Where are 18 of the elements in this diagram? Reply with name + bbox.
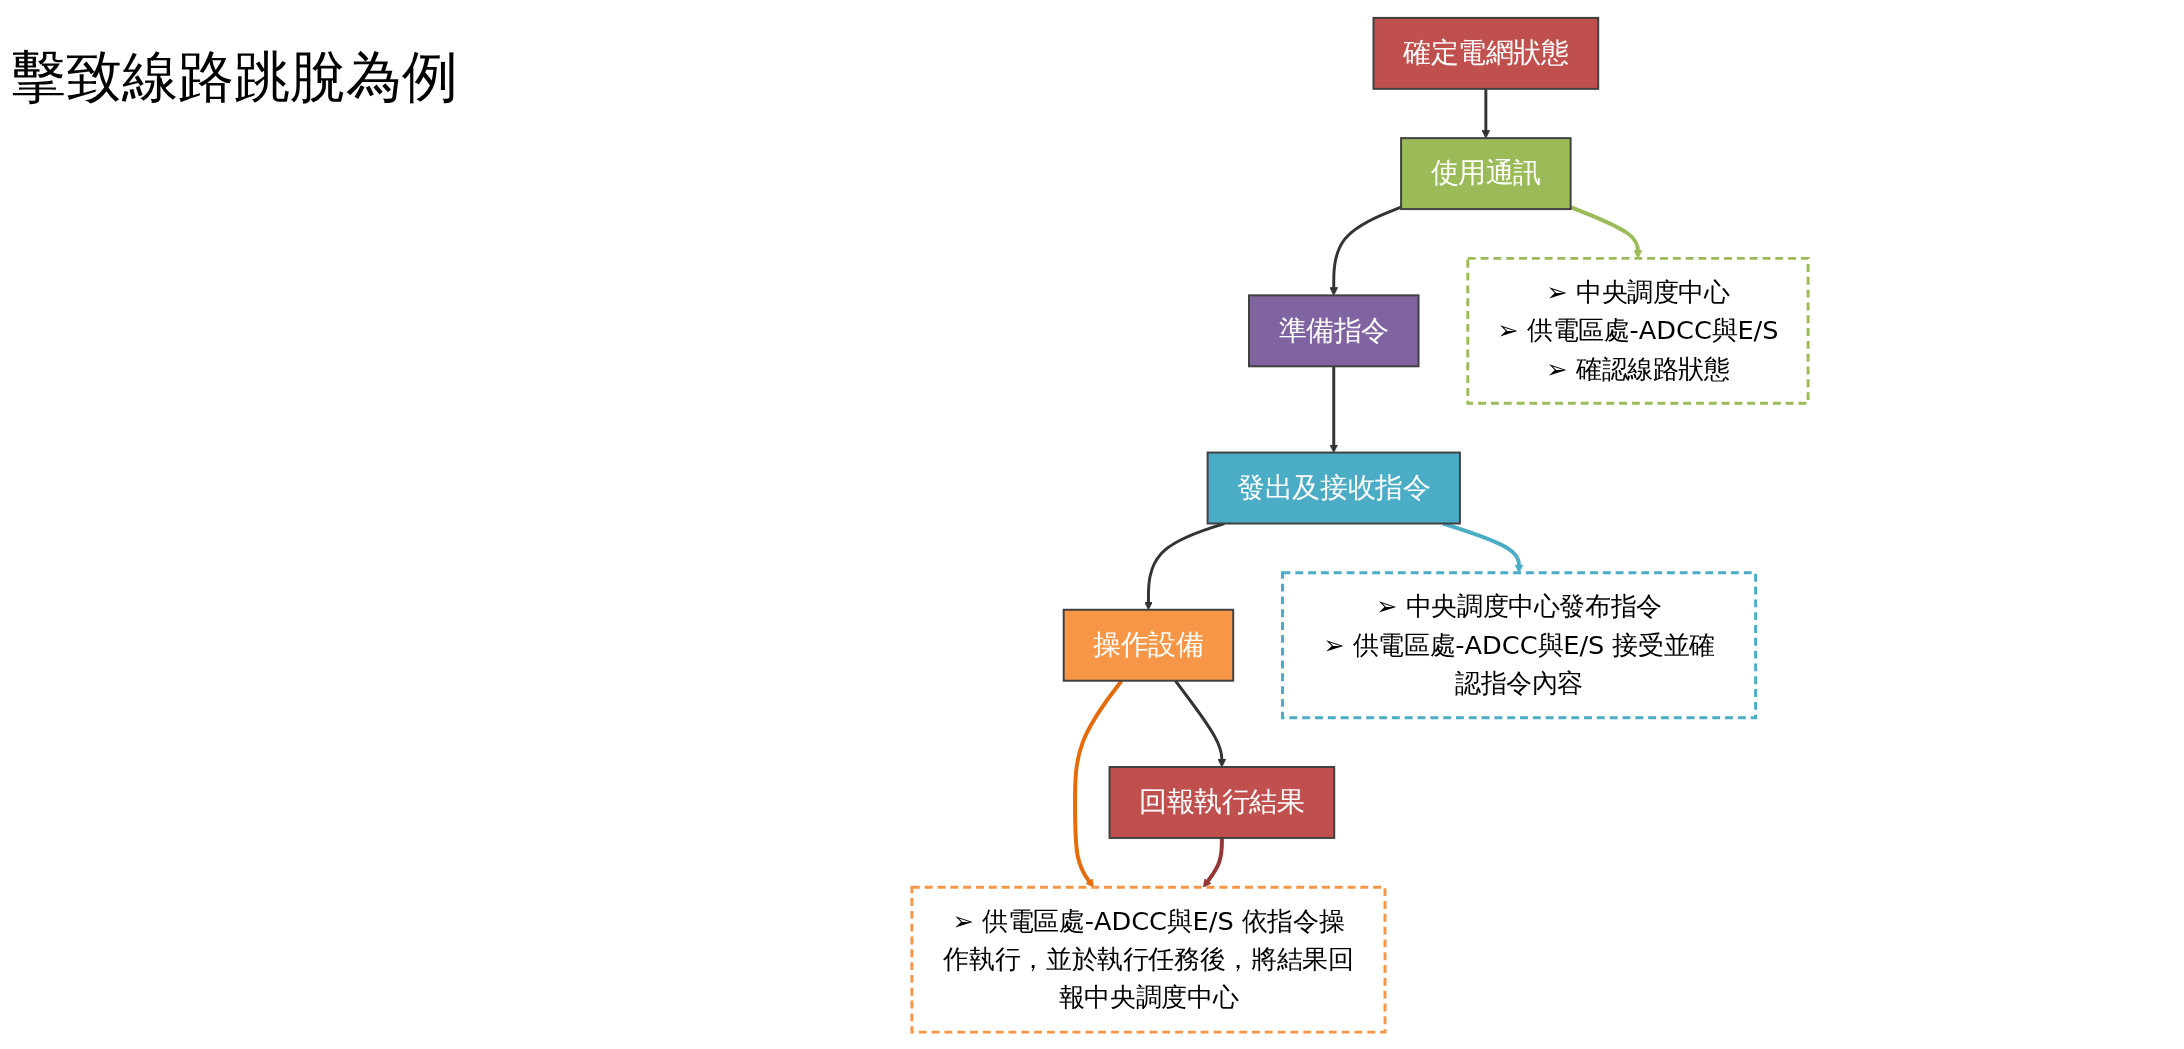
arrow [1329, 205, 1402, 296]
subtitle-text: 擊致線路跳脫為例 [10, 43, 458, 111]
arrow [1202, 837, 1224, 888]
arrow [1073, 679, 1124, 888]
node-box: 操作設備 [1062, 608, 1235, 682]
node-box: ➢ 中央調度中心發布指令 ➢ 供電區處-ADCC與E/S 接受並確認指令內容 [1281, 571, 1758, 720]
node-box: 準備指令 [1248, 294, 1420, 368]
arrow [1481, 88, 1491, 139]
node-box: 確定電網狀態 [1372, 16, 1600, 90]
arrow [1174, 679, 1227, 768]
node-box: 回報執行結果 [1108, 766, 1336, 839]
node-box: ➢ 中央調度中心 ➢ 供電區處-ADCC與E/S ➢ 確認線路狀態 [1466, 256, 1810, 405]
node-box: ➢ 供電區處-ADCC與E/S 依指令操作執行，並於執行任務後，將結果回報中央調度中心 [910, 885, 1387, 1034]
arrow [1144, 522, 1225, 611]
node-box: 發出及接收指令 [1206, 451, 1461, 525]
arrow [1569, 205, 1643, 259]
node-box: 使用通訊 [1400, 137, 1572, 211]
arrow [1329, 366, 1339, 453]
